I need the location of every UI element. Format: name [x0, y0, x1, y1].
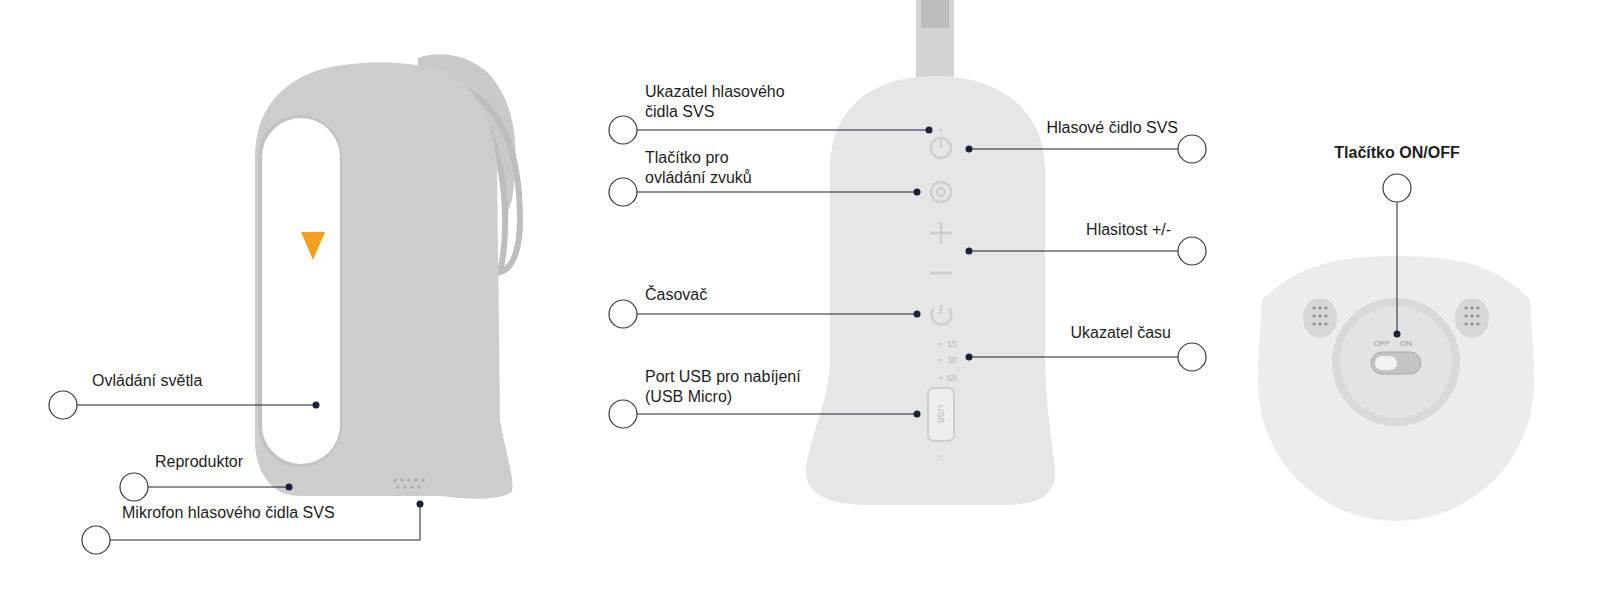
device-front-view — [806, 0, 1055, 505]
switch-mark: ON — [1400, 339, 1412, 348]
part-label: Tlačítko ON/OFF — [1334, 143, 1459, 163]
part-label: Reproduktor — [155, 452, 243, 472]
callout-circles — [49, 116, 1411, 554]
scale-mark: 15 — [947, 339, 957, 349]
part-label: Časovač — [645, 285, 707, 305]
device-bottom-view — [1258, 256, 1534, 521]
leader-dots — [286, 127, 1401, 508]
scale-mark: 60 — [947, 373, 957, 383]
part-label: Ukazatel času — [1071, 323, 1172, 343]
part-label: Ukazatel hlasového čidla SVS — [645, 82, 815, 122]
switch-mark: OFF — [1374, 339, 1390, 348]
part-label: Mikrofon hlasového čidla SVS — [122, 503, 335, 523]
device-side-view — [255, 54, 520, 498]
part-label: Hlasové čidlo SVS — [1046, 118, 1178, 138]
part-label: Hlasitost +/- — [1086, 220, 1171, 240]
leader-lines — [77, 130, 1397, 540]
part-label: Tlačítko pro ovládání zvuků — [645, 148, 785, 188]
part-label: Port USB pro nabíjení (USB Micro) — [645, 367, 835, 407]
scale-mark: 30 — [947, 355, 957, 365]
part-label: Ovládání světla — [92, 371, 202, 391]
port-mark: USB — [936, 405, 946, 424]
